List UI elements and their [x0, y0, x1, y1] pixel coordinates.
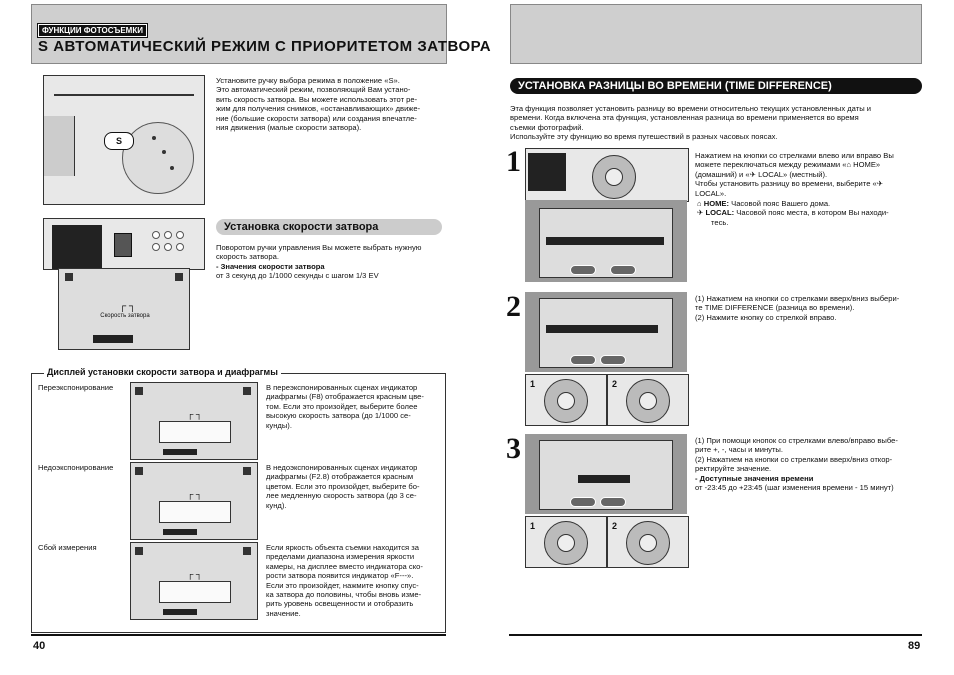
- dpad-icon: [626, 379, 670, 423]
- lcd-shutter-screen: ┌ ┐ Скорость затвора: [58, 268, 190, 350]
- step2-pad-b: 2: [607, 374, 689, 426]
- step3-lcd: [525, 434, 687, 514]
- step-number: 2: [506, 290, 521, 323]
- step1-lcd: [525, 200, 687, 282]
- case-text: В недоэкспонированных сценах индикатор д…: [266, 463, 420, 510]
- page-number-left: 40: [33, 640, 46, 652]
- right-intro: Эта функция позволяет установить разницу…: [510, 104, 872, 142]
- page-title: S АВТОМАТИЧЕСКИЙ РЕЖИМ С ПРИОРИТЕТОМ ЗАТ…: [38, 38, 491, 55]
- home-icon: ⌂: [697, 199, 702, 208]
- step-number: 1: [506, 145, 521, 178]
- footer-rule-right: [509, 634, 922, 636]
- dial-s-label: S: [104, 132, 134, 150]
- dpad-icon: [544, 521, 588, 565]
- plane-icon: ✈: [697, 208, 704, 218]
- case-label: Переэкспонирование: [38, 383, 114, 392]
- lcd-overexposed: ┌ ┐: [130, 382, 258, 460]
- page-number-right: 89: [908, 640, 921, 652]
- case-text: В переэкспонированных сценах индикатор д…: [266, 383, 424, 430]
- step1-camera: [525, 148, 689, 202]
- section-tag: ФУНКЦИИ ФОТОСЪЕМКИ: [37, 23, 148, 38]
- step2-pad-a: 1: [525, 374, 607, 426]
- step3-text: (1) При помощи кнопок со стрелками влево…: [695, 436, 898, 493]
- right-header-band: [510, 4, 922, 64]
- camera-top-illustration: S: [43, 75, 205, 205]
- lcd-underexposed: ┌ ┐: [130, 462, 258, 540]
- footer-rule-left: [31, 634, 446, 636]
- intro-text: Установите ручку выбора режима в положен…: [216, 76, 421, 133]
- step3-pad-a: 1: [525, 516, 607, 568]
- case-label: Сбой измерения: [38, 543, 97, 552]
- page-title-text: АВТОМАТИЧЕСКИЙ РЕЖИМ С ПРИОРИТЕТОМ ЗАТВО…: [53, 38, 492, 55]
- step2-lcd: [525, 292, 687, 372]
- shutter-text: Поворотом ручки управления Вы можете выб…: [216, 243, 422, 281]
- dpad-icon: [544, 379, 588, 423]
- step3-pad-b: 2: [607, 516, 689, 568]
- display-heading: Дисплей установки скорости затвора и диа…: [44, 367, 281, 377]
- case-text: Если яркость объекта съемки находится за…: [266, 543, 423, 618]
- step1-notes: ⌂ HOME: Часовой пояс Вашего дома. ✈ LOCA…: [697, 199, 889, 227]
- shutter-heading: Установка скорости затвора: [216, 219, 442, 235]
- mode-s-icon: S: [38, 38, 49, 55]
- right-heading: УСТАНОВКА РАЗНИЦЫ ВО ВРЕМЕНИ (TIME DIFFE…: [510, 78, 922, 94]
- step2-text: (1) Нажатием на кнопки со стрелками ввер…: [695, 294, 900, 322]
- lcd-metering-failure: ┌ ┐: [130, 542, 258, 620]
- step-number: 3: [506, 432, 521, 465]
- case-label: Недоэкспонирование: [38, 463, 114, 472]
- camera-back-illustration: [43, 218, 205, 270]
- dpad-icon: [592, 155, 636, 199]
- step1-text: Нажатием на кнопки со стрелками влево ил…: [695, 151, 894, 198]
- lcd-caption: Скорость затвора: [100, 313, 150, 319]
- mode-dial-icon: [122, 122, 194, 194]
- dpad-icon: [626, 521, 670, 565]
- focus-frame-icon: ┌ ┐: [119, 301, 136, 312]
